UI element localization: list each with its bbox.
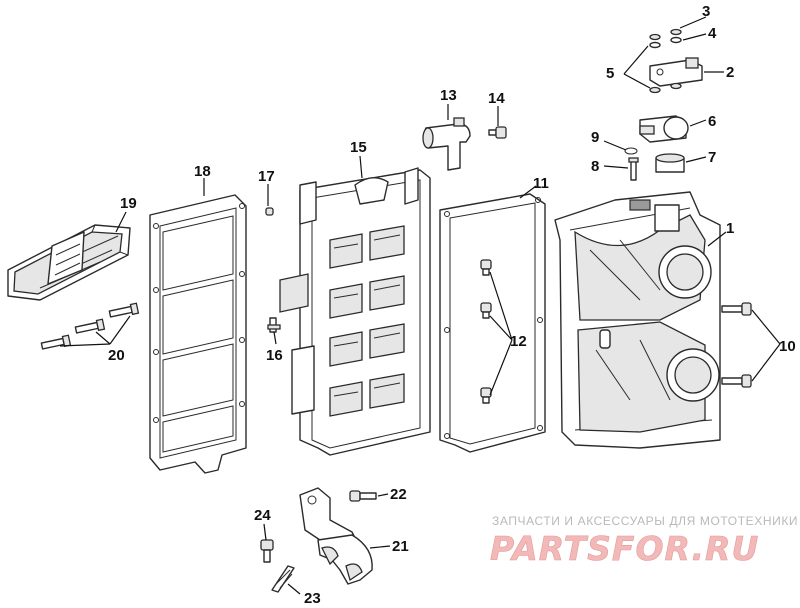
callout-5: 5: [606, 65, 614, 82]
callout-12: 12: [510, 333, 527, 350]
callout-17: 17: [258, 168, 275, 185]
reed-plate-15: [279, 167, 431, 456]
pin-8: [628, 157, 639, 181]
callout-labels: 1 2 3 4 5 6 7 8 9 10 11 12 13 14 15 16 1…: [108, 3, 796, 607]
screw-22: [349, 490, 377, 502]
bolts-12: [480, 259, 492, 404]
plug-17: [265, 207, 274, 216]
callout-23: 23: [304, 590, 321, 607]
callout-18: 18: [194, 163, 211, 180]
small-rings: [649, 28, 682, 94]
callout-15: 15: [350, 139, 367, 156]
clip-9: [624, 147, 638, 155]
callout-8: 8: [591, 158, 599, 175]
callout-24: 24: [254, 507, 271, 524]
callout-13: 13: [440, 87, 457, 104]
callout-10: 10: [779, 338, 796, 355]
callout-4: 4: [708, 25, 717, 42]
callout-6: 6: [708, 113, 716, 130]
watermark-logo: PARTSFOR.RU: [490, 529, 759, 568]
sensor-bracket-2: [649, 57, 703, 87]
air-intake-part: [7, 224, 131, 301]
callout-9: 9: [591, 129, 599, 146]
housing-1: [554, 191, 721, 449]
spring-clip-23: [271, 565, 295, 593]
callout-19: 19: [120, 195, 137, 212]
screws-20: [40, 302, 140, 350]
actuator-6: [639, 115, 689, 143]
watermark: ЗАПЧАСТИ И АКСЕССУАРЫ ДЛЯ МОТОТЕХНИКИ PA…: [490, 514, 798, 568]
callout-21: 21: [392, 538, 409, 555]
bolts-10: [721, 302, 752, 388]
screw-24: [260, 539, 274, 563]
linkage-bracket-21: [299, 487, 373, 585]
callout-20: 20: [108, 347, 125, 364]
callout-14: 14: [488, 90, 505, 107]
callout-11: 11: [533, 175, 549, 192]
callout-7: 7: [708, 149, 716, 166]
sleeve-7: [655, 153, 685, 173]
callout-2: 2: [726, 64, 734, 81]
callout-3: 3: [702, 3, 710, 20]
watermark-tagline: ЗАПЧАСТИ И АКСЕССУАРЫ ДЛЯ МОТОТЕХНИКИ: [492, 514, 798, 528]
gasket-11: [439, 193, 546, 453]
leader-lines: [59, 16, 781, 595]
callout-22: 22: [390, 486, 407, 503]
elbow-fitting-13: [422, 117, 471, 171]
screw-14: [488, 126, 507, 139]
fitting-16: [267, 317, 281, 333]
callout-16: 16: [266, 347, 283, 364]
callout-1: 1: [726, 220, 734, 237]
gasket-18: [149, 194, 247, 474]
